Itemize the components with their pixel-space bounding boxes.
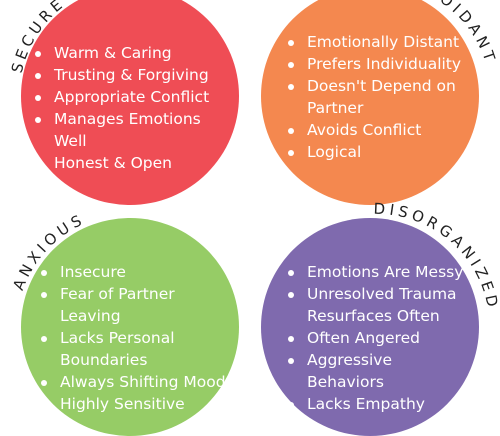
anxious-traits-list: Insecure Fear of Partner Leaving Lacks P… bbox=[41, 261, 240, 415]
disorganized-traits-list: Emotions Are Messy Unresolved Trauma Res… bbox=[288, 261, 472, 415]
list-item: Highly Sensitive bbox=[41, 393, 240, 415]
list-item: Doesn't Depend on Partner bbox=[288, 75, 467, 119]
disorganized-circle bbox=[261, 218, 479, 436]
avoidant-traits-list: Emotionally Distant Prefers Individualit… bbox=[288, 31, 467, 163]
list-item: Emotionally Distant bbox=[288, 31, 467, 53]
list-item: Unresolved Trauma Resurfaces Often bbox=[288, 283, 472, 327]
list-item: Logical bbox=[288, 141, 467, 163]
list-item: Honest & Open bbox=[35, 152, 234, 174]
secure-traits-list: Warm & Caring Trusting & Forgiving Appro… bbox=[35, 42, 234, 174]
list-item: Aggressive Behaviors bbox=[288, 349, 472, 393]
secure-circle bbox=[21, 0, 239, 205]
curved-labels: SECURE AVOIDANT ANXIOUS DISORGANIZED bbox=[8, 0, 498, 312]
list-item: Often Angered bbox=[288, 327, 472, 349]
anxious-circle bbox=[21, 218, 239, 436]
list-item: Fear of Partner Leaving bbox=[41, 283, 240, 327]
list-item: Always Shifting Moods bbox=[41, 371, 240, 393]
list-item: Warm & Caring bbox=[35, 42, 234, 64]
list-item: Emotions Are Messy bbox=[288, 261, 472, 283]
avoidant-circle bbox=[261, 0, 479, 205]
list-item: Trusting & Forgiving bbox=[35, 64, 234, 86]
list-item: Lacks Personal Boundaries bbox=[41, 327, 240, 371]
list-item: Manages Emotions Well bbox=[35, 108, 234, 152]
list-item: Appropriate Conflict bbox=[35, 86, 234, 108]
list-item: Avoids Conflict bbox=[288, 119, 467, 141]
list-item: Lacks Empathy bbox=[288, 393, 472, 415]
list-item: Prefers Individuality bbox=[288, 53, 467, 75]
list-item: Insecure bbox=[41, 261, 240, 283]
